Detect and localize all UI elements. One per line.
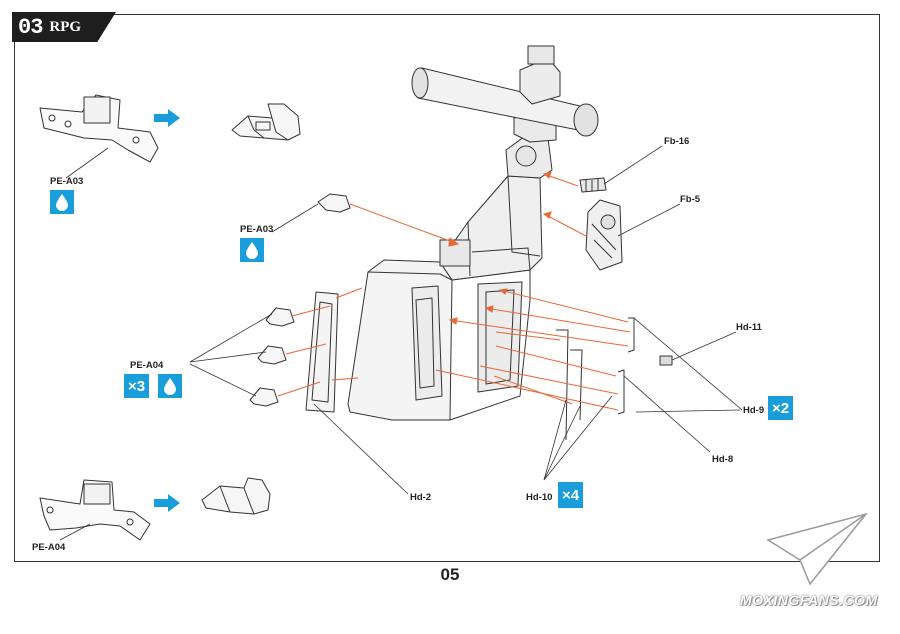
label-pe-a04-bottom: PE-A04 [32,542,66,553]
hd2-frame [305,291,339,413]
launcher-tube-assembly [411,45,599,179]
pe-a04-folded-part [201,477,271,515]
brand-logo: RPG [49,18,82,35]
label-hd2: Hd-2 [410,492,432,503]
pe-a04-bracket-1 [265,307,295,327]
pe-a03-bracket [317,193,351,213]
glue-drop-icon-3 [158,374,182,398]
pe-a03-flat-part [39,94,159,163]
label-hd11: Hd-11 [736,322,762,333]
step-number: 03 [18,14,43,40]
page-frame [14,14,880,562]
hd9-handle-1 [627,317,635,353]
hd10-handles [556,329,583,441]
step-badge: 03 RPG [12,12,116,42]
glue-drop-icon-2 [240,238,264,262]
pe-a04-bracket-2 [257,345,287,365]
label-pe-a04-mid: PE-A04 [130,360,164,371]
fb16-part [579,177,607,193]
page-number: 05 [440,565,460,584]
hd11-knob [659,355,673,366]
blue-arrow-icon [154,109,180,127]
callout-lines [59,145,743,541]
label-hd8: Hd-8 [712,454,734,465]
glue-drop-icon [50,190,74,214]
label-hd10: Hd-10 [526,492,553,503]
watermark-text: MOXINGFANS.COM [740,592,878,608]
fb5-part [585,199,623,271]
base-cabinet [347,259,531,421]
upright-column [439,175,543,281]
pe-a04-flat-part [39,479,151,541]
label-pe-a03-mid: PE-A03 [240,224,274,235]
hd8-handle [617,369,625,415]
orange-assembly-arrows [277,171,631,411]
watermark-logo [766,512,869,586]
multiplier-pe-a04: ×3 [124,374,150,398]
multiplier-hd10: ×4 [558,482,584,508]
label-fb5: Fb-5 [680,194,701,205]
label-fb16: Fb-16 [664,136,690,147]
blue-arrow-icon-bottom [154,494,180,512]
pe-a03-folded-part [231,103,301,141]
label-hd9: Hd-9 [743,405,765,416]
label-pe-a03-top: PE-A03 [50,176,84,187]
pe-a04-bracket-3 [249,387,279,407]
multiplier-hd9: ×2 [768,396,794,420]
